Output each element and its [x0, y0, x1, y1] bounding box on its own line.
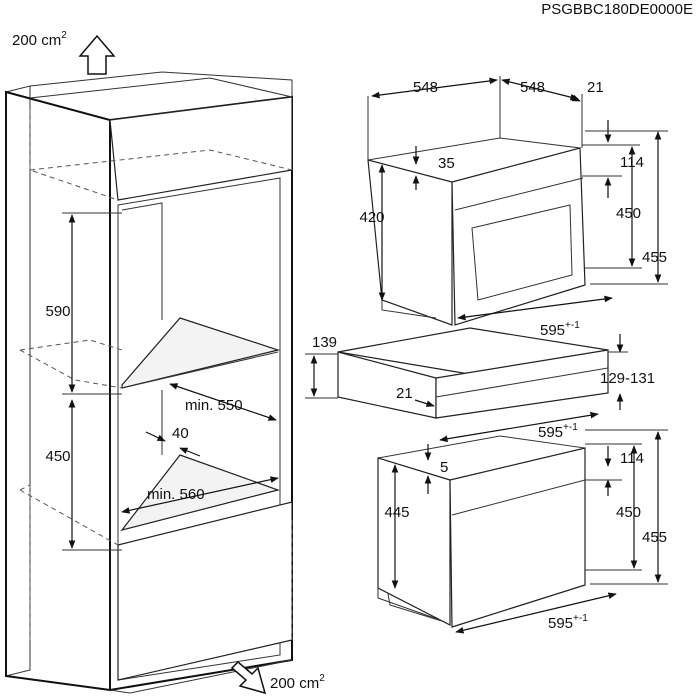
drawer-dim-595: 595	[538, 424, 563, 441]
appliance-dim-595: 595	[540, 322, 565, 339]
up-arrow-icon	[78, 34, 116, 75]
appliance-tolerance: +-1	[565, 320, 580, 331]
cabinet-dim-590: 590	[45, 303, 70, 320]
oven-dim-455: 455	[642, 529, 667, 546]
svg-text:595+-1: 595+-1	[538, 422, 578, 441]
cabinet-dim-40: 40	[172, 425, 189, 442]
svg-text:200 cm2: 200 cm2	[12, 30, 67, 49]
appliance-dim-548-right: 548	[520, 79, 545, 96]
svg-text:595+-1: 595+-1	[548, 613, 588, 632]
ventilation-bottom-label: 200 cm	[270, 675, 319, 692]
compact-appliance: 548 548 21 35 420 114 450 455 595+-1	[359, 76, 668, 339]
drawer-dim-139: 139	[312, 334, 337, 351]
ventilation-bottom: 200 cm2	[230, 660, 325, 695]
cabinet-dim-min-550: min. 550	[185, 397, 243, 414]
ventilation-top-label: 200 cm	[12, 32, 61, 49]
built-in-oven: 5 445 114 450 455 595+-1	[377, 429, 668, 634]
drawer-dim-129-131: 129-131	[600, 370, 655, 387]
oven-tolerance: +-1	[573, 613, 588, 624]
cabinet-dim-450: 450	[45, 448, 70, 465]
oven-dim-450: 450	[616, 504, 641, 521]
svg-text:595+-1: 595+-1	[540, 320, 580, 339]
ventilation-top: 200 cm2	[12, 30, 116, 75]
appliance-dim-21: 21	[587, 79, 604, 96]
svg-text:200 cm2: 200 cm2	[270, 673, 325, 692]
product-code: PSGBBC180DE0000E	[541, 1, 693, 18]
drawer-dim-21: 21	[396, 385, 413, 402]
drawer-tolerance: +-1	[563, 422, 578, 433]
ventilation-bottom-unit: 2	[319, 673, 325, 684]
tall-cabinet: 590 450 min. 550 40 min. 560	[5, 71, 293, 694]
appliance-dim-455: 455	[642, 249, 667, 266]
oven-dim-114: 114	[620, 450, 644, 467]
ventilation-top-unit: 2	[61, 30, 67, 41]
appliance-dim-420: 420	[359, 209, 384, 226]
oven-dim-445: 445	[384, 504, 409, 521]
cabinet-dim-min-560: min. 560	[147, 486, 205, 503]
appliance-dim-548-left: 548	[413, 79, 438, 96]
oven-dim-595: 595	[548, 615, 573, 632]
diagonal-arrow-icon	[230, 660, 267, 695]
warming-drawer: 139 21 129-131 595+-1	[305, 327, 655, 443]
appliance-dim-450: 450	[616, 205, 641, 222]
oven-dim-5: 5	[440, 459, 448, 476]
appliance-dim-35: 35	[438, 155, 455, 172]
